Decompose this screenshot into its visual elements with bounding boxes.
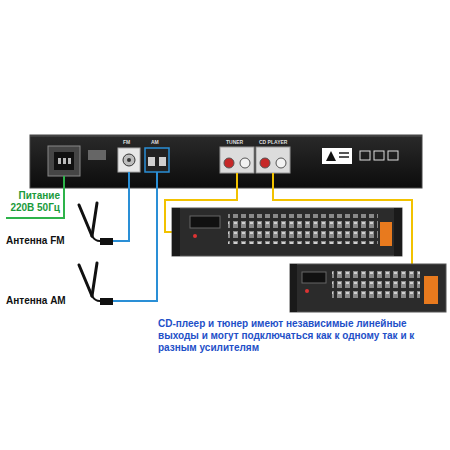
amp-display <box>302 272 326 283</box>
warning-triangle <box>326 151 336 161</box>
antenna-plug <box>100 298 113 305</box>
cert-mark <box>374 151 384 160</box>
fm-antenna-cable <box>113 172 129 241</box>
power-label: Питание 220В 50Гц <box>2 190 60 214</box>
fm-connector-pin <box>127 158 131 162</box>
cert-mark <box>388 151 398 160</box>
panel-edge <box>30 136 422 137</box>
amp-led <box>193 234 197 238</box>
port-label: CD PLAYER <box>259 139 287 145</box>
rating-plate <box>88 150 106 160</box>
amp-controls <box>228 214 378 244</box>
antenna-label: Антенна AM <box>6 295 66 307</box>
rca-jack <box>240 158 250 168</box>
am-terminal <box>159 157 166 166</box>
power-pin <box>58 158 61 164</box>
rear-panel <box>30 135 422 188</box>
antenna-rod <box>92 203 97 236</box>
amp-controls <box>332 270 420 300</box>
note-text: CD-плеер и тюнер имеют независимые линей… <box>158 318 442 354</box>
antenna-label: Антенна FM <box>6 235 65 247</box>
caution-label <box>322 148 352 164</box>
port-label: AM <box>151 139 159 145</box>
tuner-output-plate <box>220 147 254 173</box>
am-terminal <box>148 157 155 166</box>
amplifier <box>172 208 402 256</box>
antenna-rod <box>79 205 92 236</box>
rack-ear <box>290 264 297 312</box>
power-inlet-socket <box>54 152 74 170</box>
power-pin <box>68 158 71 164</box>
port-label: FM <box>123 139 130 145</box>
rack-ear <box>394 208 402 256</box>
fm-connector-plate <box>118 148 140 172</box>
fm-connector <box>123 154 135 166</box>
port-label: TUNER <box>226 139 243 145</box>
amp-display <box>190 216 220 228</box>
rca-jack <box>276 158 286 168</box>
antenna-rod <box>79 265 92 296</box>
power-pin <box>63 158 66 164</box>
amp-volume <box>424 276 438 304</box>
amp-volume <box>380 222 392 246</box>
rca-jack <box>224 158 234 168</box>
am-terminal-block <box>145 148 169 172</box>
rca-jack <box>260 158 270 168</box>
antenna-rod <box>92 263 97 296</box>
cd-output-plate <box>256 147 290 173</box>
amp-led <box>305 289 309 293</box>
amplifier <box>290 264 446 312</box>
am-antenna-cable <box>113 172 157 301</box>
antenna-plug <box>100 238 113 245</box>
caution-lines <box>339 152 349 154</box>
caution-lines <box>339 156 349 158</box>
rack-ear <box>172 208 180 256</box>
cert-mark <box>360 151 370 160</box>
power-inlet <box>48 146 80 176</box>
